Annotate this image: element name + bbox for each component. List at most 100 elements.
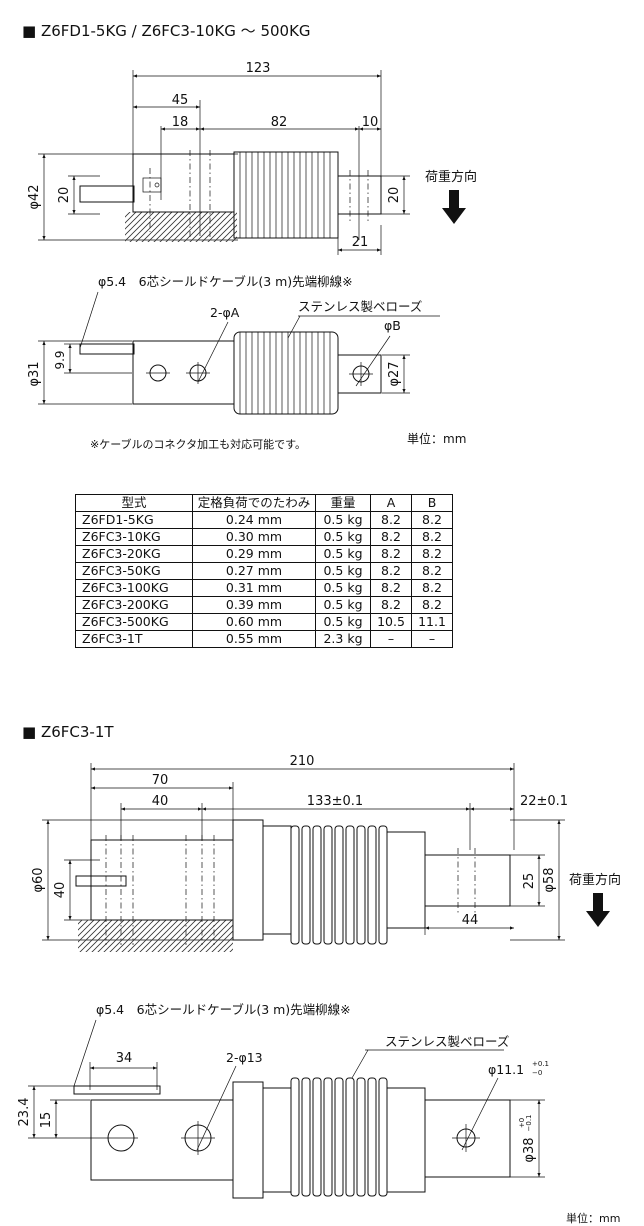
dim-phi60: φ60 (31, 867, 46, 892)
cell-a: 8.2 (370, 528, 412, 546)
s2-extension-lines (42, 763, 565, 941)
s1-hole-b-leader (355, 335, 391, 387)
s1-top-dims (38, 340, 410, 405)
cell-deflection: 0.29 mm (192, 545, 316, 563)
cell-weight: 0.5 kg (315, 596, 371, 614)
cell-a: 8.2 (370, 596, 412, 614)
dim-82: 82 (271, 115, 288, 130)
cell-weight: 2.3 kg (315, 630, 371, 648)
table-row: Z6FC3-200KG 0.39 mm 0.5 kg 8.2 8.2 (75, 596, 453, 614)
cell-a: – (370, 630, 412, 648)
cell-model: Z6FC3-20KG (75, 545, 193, 563)
dim-phi58: φ58 (542, 867, 557, 892)
dim-phi38: φ38 (522, 1137, 537, 1162)
s2-hole13-leader (196, 1065, 237, 1151)
s2-load-direction-label: 荷重方向 (569, 872, 621, 888)
cell-b: 8.2 (411, 562, 453, 580)
cell-b: 11.1 (411, 613, 453, 631)
dim-40: 40 (152, 794, 169, 809)
s2-hole11-label: φ11.1 (488, 1062, 524, 1077)
dim-phi31: φ31 (27, 361, 42, 386)
cell-deflection: 0.31 mm (192, 579, 316, 597)
table-row: Z6FC3-10KG 0.30 mm 0.5 kg 8.2 8.2 (75, 528, 453, 546)
cell-a: 8.2 (370, 562, 412, 580)
dim-18: 18 (172, 115, 189, 130)
cell-a: 8.2 (370, 579, 412, 597)
dim-123: 123 (246, 61, 271, 76)
dim-23-4: 23.4 (17, 1098, 32, 1127)
s1-load-direction-label: 荷重方向 (425, 169, 477, 185)
s1-cable-leader (79, 291, 99, 349)
dim-9-9: 9.9 (53, 350, 67, 369)
cell-b: 8.2 (411, 545, 453, 563)
cell-model: Z6FC3-50KG (75, 562, 193, 580)
table-row: Z6FC3-50KG 0.27 mm 0.5 kg 8.2 8.2 (75, 562, 453, 580)
dim-phi38-tol-dn: −0.1 (525, 1115, 533, 1132)
s2-top-view (73, 1077, 511, 1199)
s1-dimension-lines (42, 74, 406, 252)
header-model: 型式 (75, 494, 193, 512)
table-row: Z6FC3-20KG 0.29 mm 0.5 kg 8.2 8.2 (75, 545, 453, 563)
s2-hole11-tol-up: +0.1 (532, 1060, 549, 1068)
cell-a: 10.5 (370, 613, 412, 631)
section1-title: ■ Z6FD1-5KG / Z6FC3-10KG ～ 500KG (22, 22, 311, 40)
s2-hole13-label: 2-φ13 (226, 1050, 263, 1065)
cell-b: 8.2 (411, 511, 453, 529)
cell-model: Z6FC3-10KG (75, 528, 193, 546)
cell-model: Z6FC3-200KG (75, 596, 193, 614)
dim-40-vertical: 40 (53, 882, 68, 899)
s2-side-view (75, 819, 511, 952)
s1-hole-a-leader (197, 321, 229, 383)
table-row: Z6FC3-500KG 0.60 mm 0.5 kg 10.5 11.1 (75, 613, 453, 631)
dim-10: 10 (362, 115, 379, 130)
s2-hole11-tol-dn: −0 (532, 1069, 542, 1077)
dim-45: 45 (172, 93, 189, 108)
cell-weight: 0.5 kg (315, 579, 371, 597)
cell-weight: 0.5 kg (315, 545, 371, 563)
cell-a: 8.2 (370, 545, 412, 563)
dim-70: 70 (152, 773, 169, 788)
s2-top-dims (28, 1085, 545, 1178)
cell-weight: 0.5 kg (315, 511, 371, 529)
cell-a: 8.2 (370, 511, 412, 529)
s2-unit: 単位：mm (566, 1211, 620, 1225)
cell-b: 8.2 (411, 579, 453, 597)
cell-deflection: 0.55 mm (192, 630, 316, 648)
dim-20-right: 20 (387, 187, 402, 204)
cell-deflection: 0.39 mm (192, 596, 316, 614)
dim-phi38-tol-up: +0 (518, 1118, 526, 1128)
s1-cable-label: φ5.4 6芯シールドケーブル(3 m)先端柳線※ (98, 274, 353, 289)
cell-model: Z6FC3-500KG (75, 613, 193, 631)
dim-133: 133±0.1 (307, 794, 363, 809)
table-row: Z6FD1-5KG 0.24 mm 0.5 kg 8.2 8.2 (75, 511, 453, 529)
cell-deflection: 0.24 mm (192, 511, 316, 529)
s1-bellows-label: ステンレス製ベローズ (298, 299, 422, 314)
dim-15: 15 (39, 1112, 54, 1129)
dim-21: 21 (352, 235, 369, 250)
dim-20-left: 20 (57, 187, 72, 204)
s1-unit: 単位：mm (407, 431, 466, 446)
dim-25: 25 (522, 873, 537, 890)
cell-model: Z6FC3-100KG (75, 579, 193, 597)
s1-note: ※ケーブルのコネクタ加工も対応可能です。 (90, 437, 306, 451)
s2-bellows-label: ステンレス製ベローズ (385, 1034, 509, 1049)
header-a: A (370, 494, 412, 512)
s2-load-arrow-icon (586, 893, 610, 927)
s2-hole11-leader (461, 1077, 499, 1151)
dim-22: 22±0.1 (520, 794, 568, 809)
cell-b: 8.2 (411, 528, 453, 546)
s1-side-view (79, 150, 382, 242)
dim-phi42: φ42 (27, 184, 42, 209)
dim-210: 210 (290, 754, 315, 769)
s2-dimension-lines (46, 767, 561, 940)
cell-weight: 0.5 kg (315, 562, 371, 580)
dim-34: 34 (116, 1051, 133, 1066)
dim-phi27: φ27 (387, 361, 402, 386)
table-header-row: 型式 定格負荷でのたわみ 重量 A B (75, 494, 453, 512)
s1-hole-b-label: φB (384, 318, 401, 333)
spec-table: 型式 定格負荷でのたわみ 重量 A B Z6FD1-5KG 0.24 mm 0.… (75, 494, 453, 648)
header-weight: 重量 (315, 494, 371, 512)
s1-load-arrow-icon (442, 190, 466, 224)
section2-title: ■ Z6FC3-1T (22, 723, 114, 741)
